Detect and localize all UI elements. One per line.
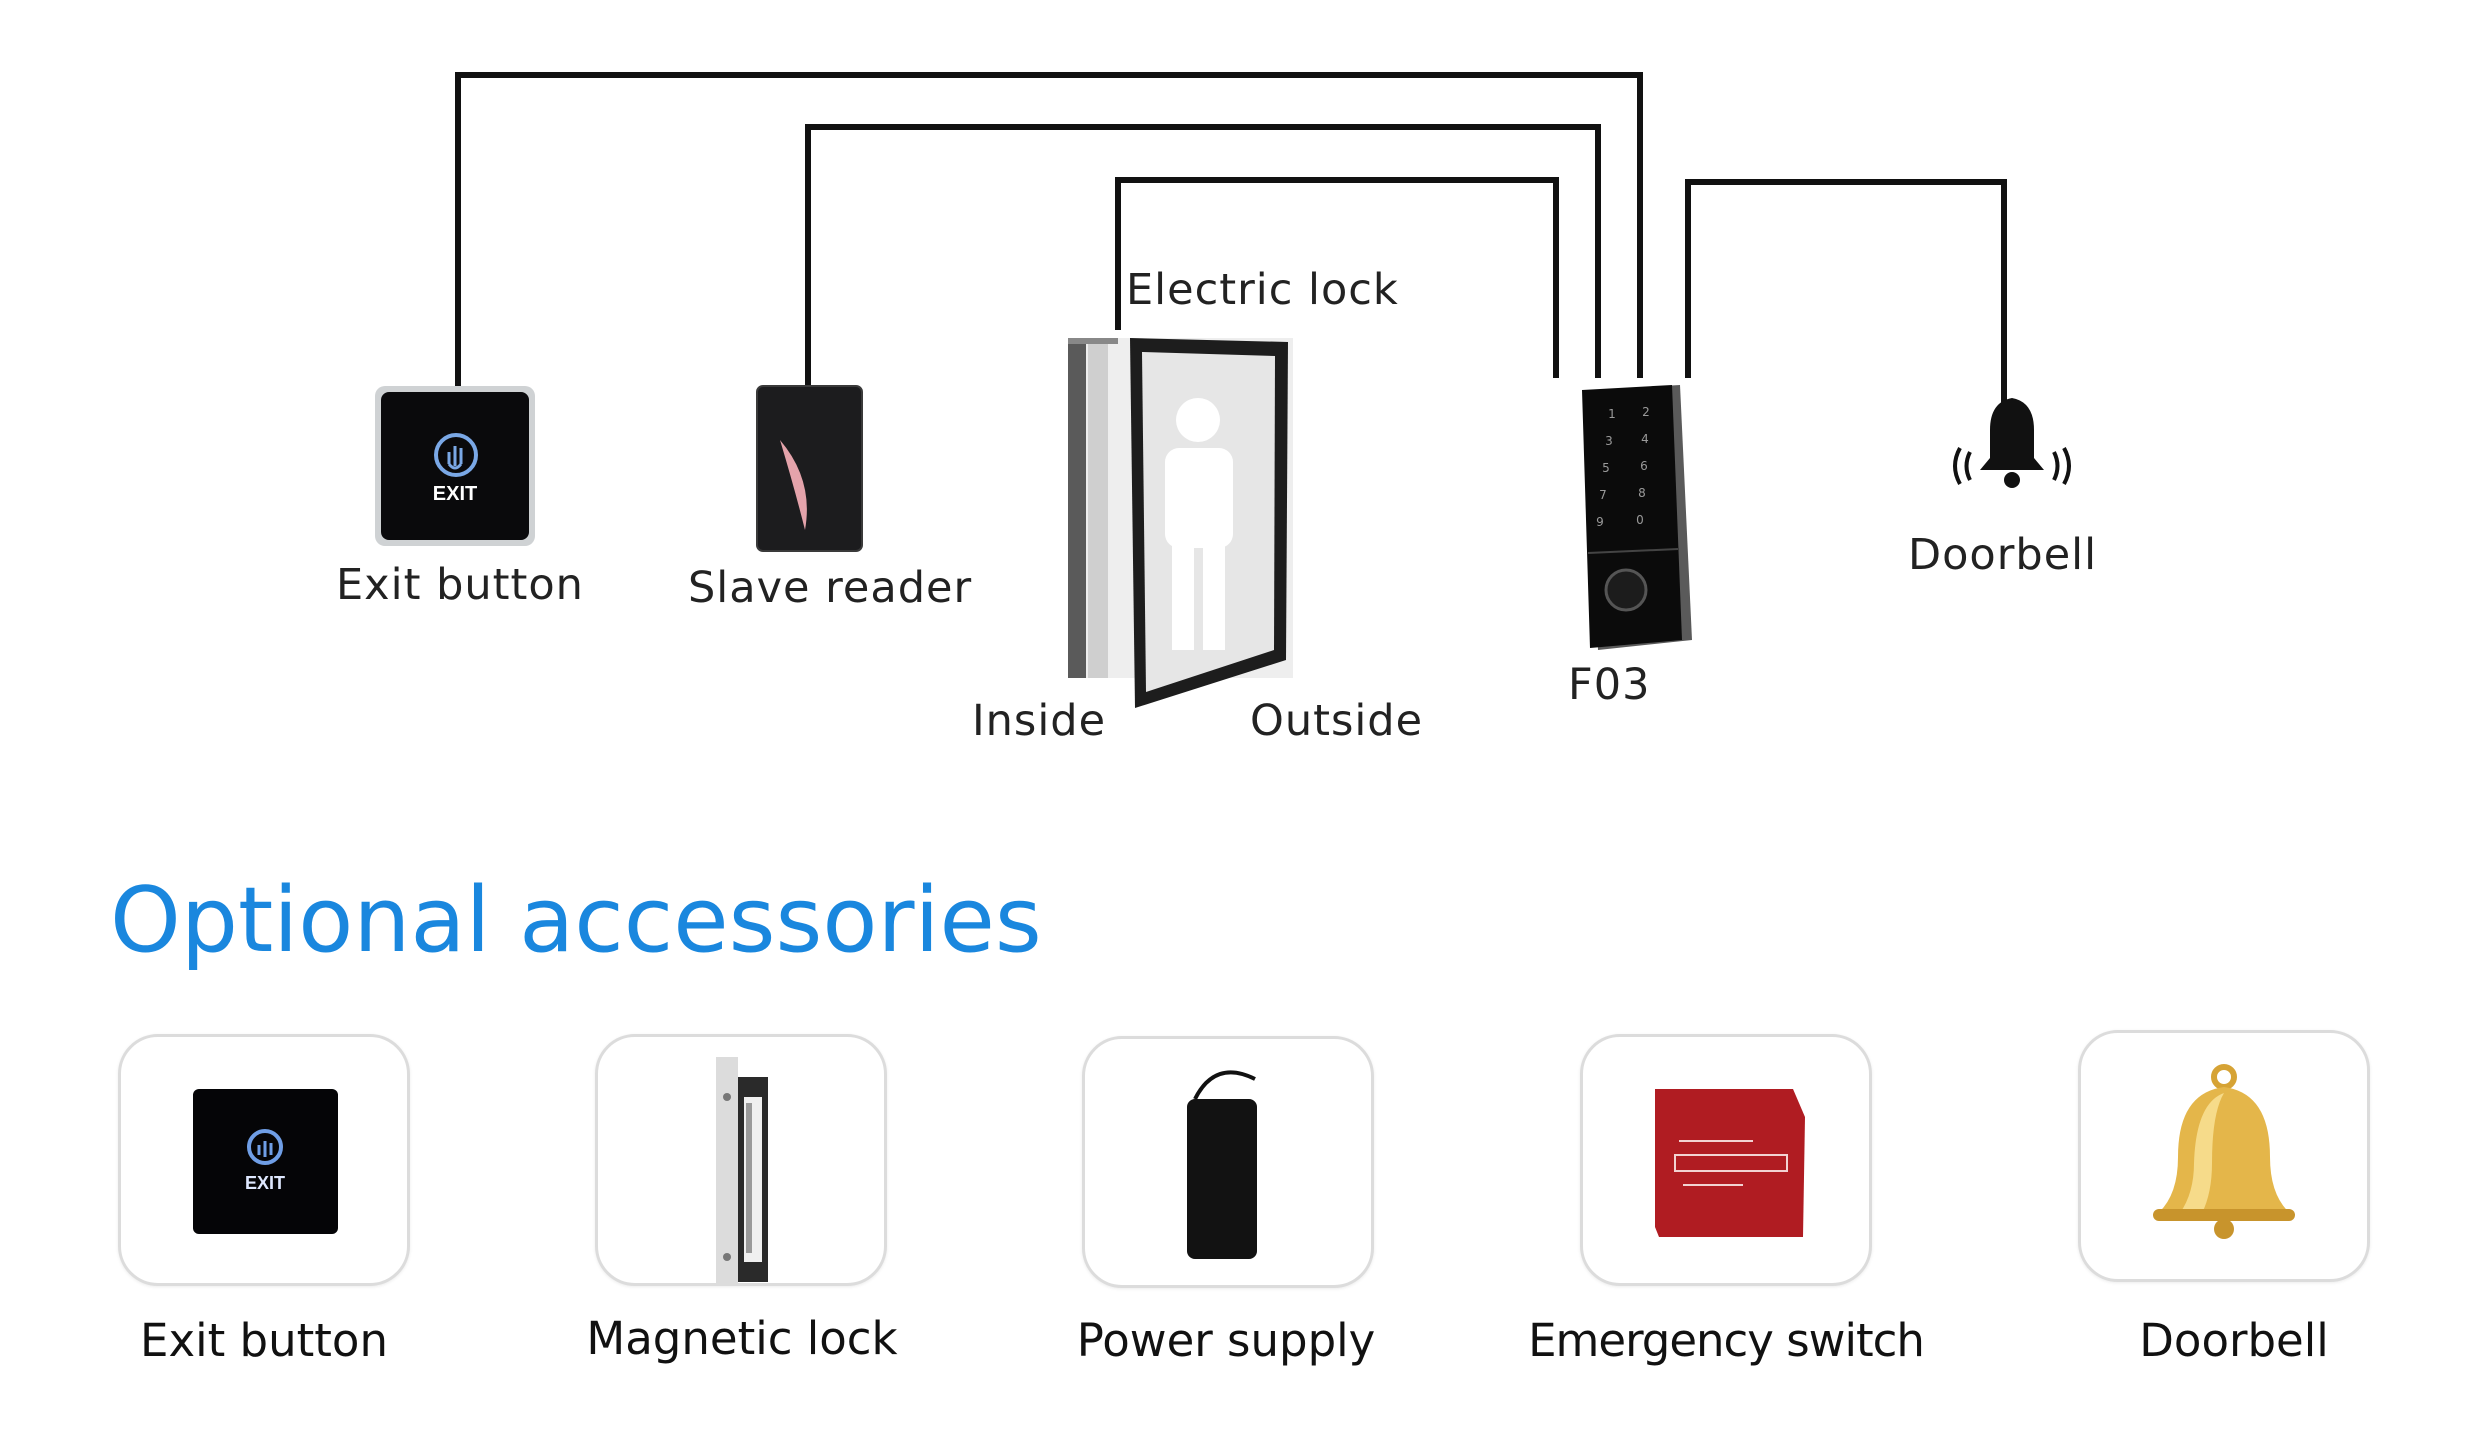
hand-icon	[434, 433, 478, 477]
exit-button-device: EXIT	[375, 386, 535, 546]
svg-text:5: 5	[1602, 461, 1610, 475]
doorbell-label: Doorbell	[1908, 530, 2098, 580]
accessory-card-emergency-switch	[1580, 1034, 1872, 1286]
accessory-label-magnetic-lock: Magnetic lock	[586, 1312, 898, 1365]
power-supply-icon	[1187, 1070, 1257, 1259]
svg-text:0: 0	[1636, 513, 1644, 527]
f03-controller-device: 1 2 3 4 5 6 7 8 9 0	[1582, 385, 1692, 650]
accessory-label-power-supply: Power supply	[1076, 1314, 1376, 1367]
svg-text:1: 1	[1608, 407, 1616, 421]
f03-label: F03	[1568, 660, 1651, 710]
person-icon	[1165, 398, 1233, 650]
accessory-label-doorbell: Doorbell	[2139, 1314, 2329, 1367]
svg-text:4: 4	[1641, 432, 1649, 446]
wires	[455, 72, 2007, 425]
door-graphic	[1068, 338, 1293, 708]
exit-text: EXIT	[433, 483, 477, 505]
emergency-switch-icon	[1655, 1089, 1805, 1237]
svg-text:9: 9	[1596, 515, 1604, 529]
exit-button-label: Exit button	[336, 560, 584, 610]
fingerprint-icon	[1604, 568, 1648, 612]
slave-reader-device	[756, 385, 863, 552]
accessory-card-power-supply	[1082, 1036, 1374, 1288]
svg-text:3: 3	[1605, 434, 1613, 448]
svg-text:2: 2	[1642, 405, 1650, 419]
accessory-label-exit-button: Exit button	[140, 1314, 388, 1367]
svg-text:7: 7	[1599, 488, 1607, 502]
wire-electric-lock	[1115, 177, 1559, 378]
accessory-card-magnetic-lock	[595, 1034, 887, 1286]
wire-doorbell	[1685, 179, 2007, 425]
accessory-card-doorbell	[2078, 1030, 2370, 1282]
exit-button-icon: EXIT	[193, 1089, 338, 1234]
bell-icon	[2153, 1064, 2295, 1239]
keypad-digits: 1 2 3 4 5 6 7 8 9 0	[1596, 405, 1650, 529]
accessory-card-exit-button: EXIT	[118, 1034, 410, 1286]
electric-lock-label: Electric lock	[1126, 265, 1399, 315]
svg-text:6: 6	[1640, 459, 1648, 473]
optional-accessories-title: Optional accessories	[110, 868, 1042, 973]
magnetic-lock-icon	[716, 1057, 768, 1283]
slave-reader-label: Slave reader	[688, 563, 973, 613]
inside-label: Inside	[972, 696, 1107, 746]
accessory-label-emergency-switch: Emergency switch	[1528, 1314, 1925, 1367]
svg-text:8: 8	[1638, 486, 1646, 500]
wire-exit-button	[455, 72, 1643, 392]
wire-slave-reader	[805, 124, 1601, 392]
doorbell-icon	[1953, 398, 2071, 488]
outside-label: Outside	[1250, 696, 1424, 746]
svg-text:EXIT: EXIT	[245, 1173, 285, 1193]
